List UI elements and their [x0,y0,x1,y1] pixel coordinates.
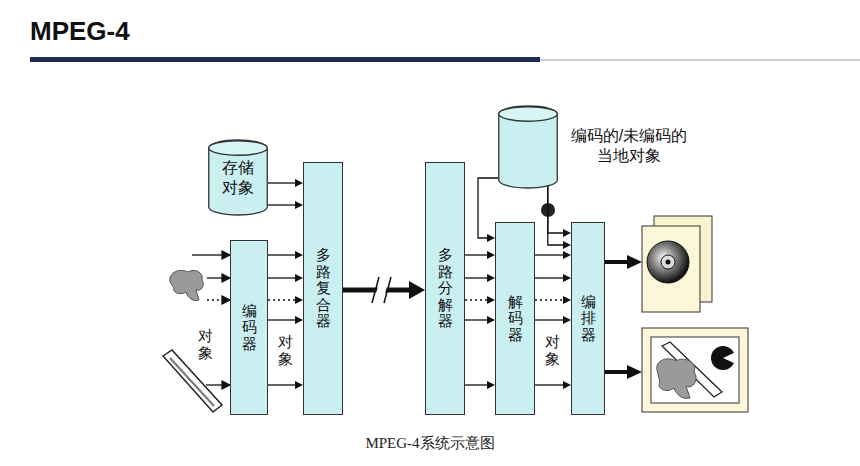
object-arrow [465,277,487,278]
object-arrow [548,184,563,233]
local-object-cylinder: 编码的/未编码的 当地对象 [498,106,558,188]
page-title: MPEG-4 [30,16,130,47]
scene-ball [711,346,735,370]
multiplexer-box: 多路复合器 [303,162,343,415]
demultiplexer-box: 多路分解器 [425,162,465,415]
speaker-image [661,255,675,269]
line-break-mark [372,277,379,303]
speaker-image [647,241,689,283]
output-frame [642,328,748,412]
speaker-image [666,260,671,265]
cylinder-outline [498,106,558,188]
cylinder-caption: 编码的/未编码的 当地对象 [564,126,694,166]
node-text: 编码器 [242,303,257,353]
node-text: 编排器 [581,294,596,344]
line-break-mark [384,277,391,303]
scene-figure [657,359,696,399]
object-label: 对象 [278,334,293,367]
output-screen [651,337,739,403]
object-plate [170,358,214,406]
output-arrows [605,255,642,379]
cylinder-body [209,140,268,215]
object-figure [170,270,204,300]
title-rule [540,60,860,61]
node-text: 多路复合器 [316,247,331,330]
cylinder-outline [208,140,268,215]
scene-ball [723,352,736,364]
object-plate [163,350,222,412]
object-arrow [268,182,295,183]
compositor-box: 编排器 [571,222,605,415]
object-arrow [548,184,563,245]
object-arrow [535,299,563,300]
object-arrow [465,384,487,385]
node-text: 解码器 [508,294,523,344]
cylinder-top [209,141,268,156]
object-arrow [465,319,487,320]
encoder-box: 编码器 [230,240,268,415]
storage-cylinder: 存储 对象 [208,140,268,215]
object-arrow [535,254,563,255]
object-label: 对象 [545,334,560,367]
node-text: 多路分解器 [438,247,453,330]
object-arrow [268,204,295,205]
object-arrow [268,277,295,278]
cylinder-body [499,106,558,188]
input-arrows [192,251,230,389]
title-bar [30,57,540,62]
object-label: 对象 [198,328,213,361]
object-arrow [465,254,487,255]
object-arrow [268,254,295,255]
object-arrow [535,319,563,320]
decoder-box: 解码器 [495,222,535,415]
node-text: 存储 对象 [218,158,258,198]
cylinder-top [499,107,558,122]
object-arrow [535,384,563,385]
object-arrow [465,299,487,300]
object-arrow [268,384,295,385]
output-page [642,226,700,312]
object-arrow [268,299,295,300]
object-arrow [268,319,295,320]
figure-caption: MPEG-4系统示意图 [0,434,860,453]
object-arrow [535,277,563,278]
